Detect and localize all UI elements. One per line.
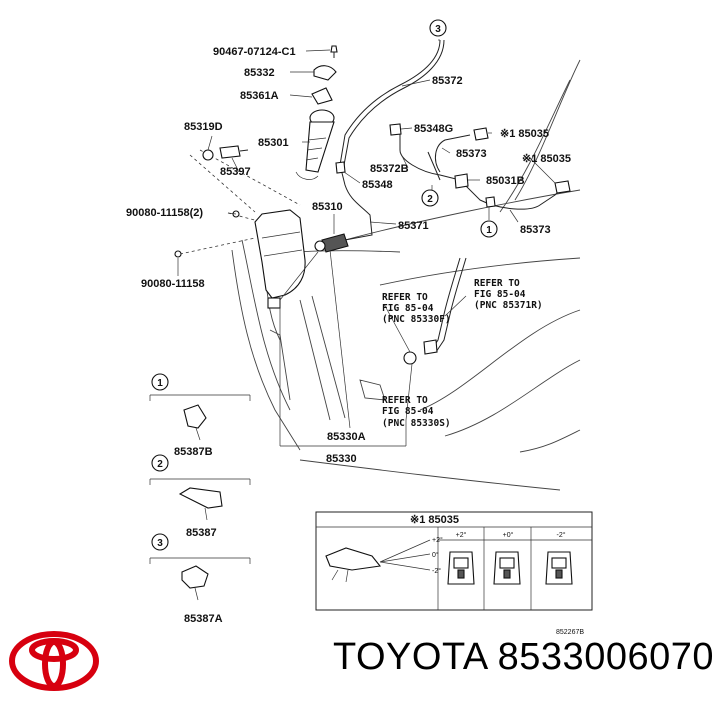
label-85319D: 85319D [184, 121, 223, 133]
label-85387: 85387 [186, 527, 217, 539]
label-85371: 85371 [398, 220, 429, 232]
label-85387A: 85387A [184, 613, 223, 625]
nozzle-inset: ※1 85035 +2° +0° -2° +2° 0° -2° [315, 511, 593, 611]
callout-3-top [429, 19, 447, 37]
callout-1-mid [480, 220, 498, 238]
clip-85387B [183, 404, 207, 429]
filler-neck [295, 109, 335, 180]
label-90467: 90467-07124-C1 [213, 46, 296, 58]
refer-3-line-1: REFER TO [382, 395, 428, 406]
refer-1-line-3: (PNC 85330F) [382, 314, 451, 325]
small-parts [174, 45, 571, 365]
footer-part-number: 8533006070 [497, 636, 714, 678]
label-85348G: 85348G [414, 123, 453, 135]
label-85348: 85348 [362, 179, 393, 191]
inset-side-angle-3: -2° [432, 567, 441, 575]
refer-3-line-3: (PNC 85330S) [382, 418, 451, 429]
inset-angle-2: +0° [503, 531, 514, 539]
label-85035-b: ※1 85035 [522, 153, 571, 165]
refer-1-line-2: FIG 85-04 [382, 303, 434, 314]
refer-2-line-3: (PNC 85371R) [474, 300, 543, 311]
label-85310: 85310 [312, 201, 343, 213]
nozzle-front-2 [493, 551, 521, 585]
legend-callout-2-text: 2 [157, 459, 163, 470]
inset-frame [315, 511, 593, 611]
label-85361A: 85361A [240, 90, 279, 102]
refer-notes: REFER TO FIG 85-04 (PNC 85330F) REFER TO… [382, 278, 543, 429]
toyota-logo-icon [9, 631, 99, 691]
label-85031B: 85031B [486, 175, 525, 187]
legend-callout-3-text: 3 [157, 538, 163, 549]
label-90080-b: 90080-11158 [141, 278, 205, 290]
legend-callout-2 [151, 454, 169, 472]
label-85373-b: 85373 [520, 224, 551, 236]
footer-brand: TOYOTA [332, 636, 487, 678]
label-85301: 85301 [258, 137, 289, 149]
refer-3-line-2: FIG 85-04 [382, 406, 434, 417]
inset-angle-3: -2° [556, 531, 565, 539]
clip-85387 [178, 487, 223, 509]
nozzle-front-3 [545, 551, 573, 585]
refer-2-line-1: REFER TO [474, 278, 520, 289]
inset-side-angle-1: +2° [432, 536, 443, 544]
nozzle-front-1 [447, 551, 475, 585]
label-85330A: 85330A [327, 431, 366, 443]
label-85330: 85330 [326, 453, 357, 465]
diagram-ref-code: 852267B [556, 629, 584, 636]
label-85035-a: ※1 85035 [500, 128, 549, 140]
inset-title: ※1 85035 [410, 514, 459, 526]
legend-callout-3 [151, 533, 169, 551]
label-85372B: 85372B [370, 163, 409, 175]
washer-reservoir [254, 209, 306, 309]
legend-clips: 1 85387B 2 85387 3 85387A [149, 373, 251, 625]
label-85332: 85332 [244, 67, 275, 79]
callout-2-mid [421, 189, 439, 207]
refer-1-line-1: REFER TO [382, 292, 428, 303]
label-85387B: 85387B [174, 446, 213, 458]
callout-circles: 3 2 1 [421, 19, 498, 238]
label-90080-a: 90080-11158(2) [126, 207, 203, 219]
footer-brand-part: TOYOTA 8533006070 [333, 636, 714, 679]
legend-callout-1 [151, 373, 169, 391]
callout-1-mid-text: 1 [486, 225, 492, 236]
label-85373-a: 85373 [456, 148, 487, 160]
leader-lines [177, 39, 556, 447]
toyota-logo [8, 630, 100, 692]
refer-2-line-2: FIG 85-04 [474, 289, 526, 300]
inset-side-angle-2: 0° [432, 551, 439, 559]
legend-callout-1-text: 1 [157, 378, 163, 389]
callout-3-top-text: 3 [435, 24, 441, 35]
callout-2-mid-text: 2 [427, 194, 433, 205]
part-labels: 90467-07124-C1 85332 85361A 85372 85319D… [126, 46, 571, 465]
dashed-guides [179, 149, 301, 255]
label-85397: 85397 [220, 166, 251, 178]
clip-85387A [181, 565, 209, 589]
label-85372: 85372 [432, 75, 463, 87]
inset-angle-1: +2° [456, 531, 467, 539]
